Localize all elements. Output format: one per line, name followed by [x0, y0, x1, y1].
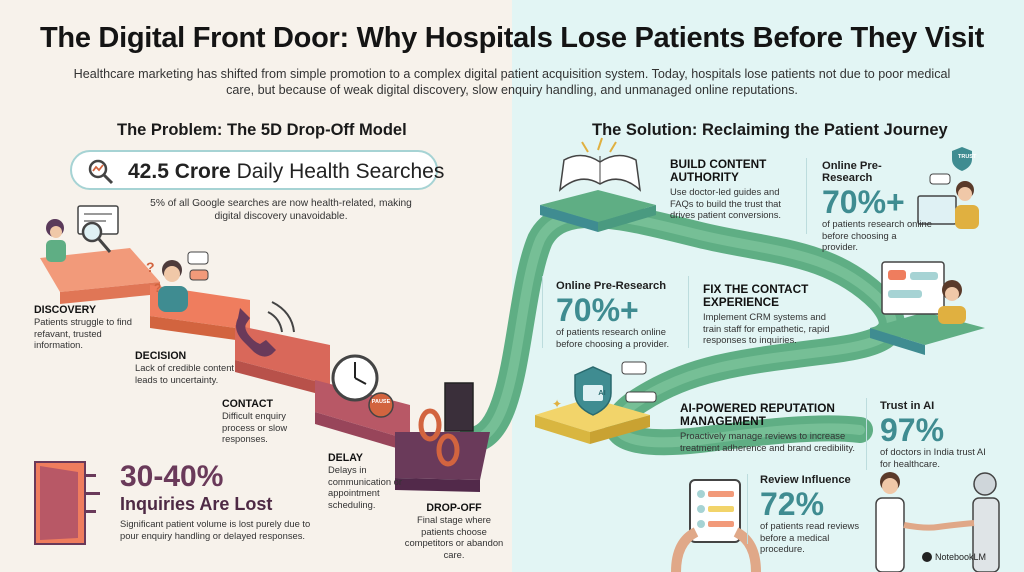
notebooklm-logo-icon	[922, 552, 932, 562]
step-contact-experience: FIX THE CONTACT EXPERIENCE Implement CRM…	[703, 283, 841, 346]
stage-title: DISCOVERY	[34, 304, 97, 316]
stage-title: CONTACT	[222, 398, 273, 410]
card-online-pre-research-2: Online Pre-Research 70%+ of patients res…	[556, 280, 680, 349]
dropoff-ribbon	[395, 432, 490, 480]
card-desc: of patients research online before choos…	[556, 326, 670, 349]
person-at-desk-illustration	[917, 147, 979, 229]
ai-badge: AI	[598, 388, 606, 397]
phone-illustration	[236, 301, 295, 357]
stage-contact: CONTACT Difficult enquiry process or slo…	[222, 398, 312, 445]
divider	[747, 474, 748, 544]
card-desc: of doctors in India trust AI for healthc…	[880, 446, 986, 469]
search-stat-pill: 42.5 Crore Daily Health Searches	[70, 150, 444, 190]
decision-person-illustration: ? ?	[146, 251, 209, 312]
card-value: 70%+	[556, 292, 639, 328]
pause-badge: PAUSE	[371, 399, 391, 405]
exit-door-illustration	[34, 461, 100, 545]
delay-ribbon	[315, 380, 410, 440]
card-value: 97%	[880, 412, 945, 448]
broken-chain-illustration	[418, 382, 474, 467]
step-desc: Proactively manage reviews to increase t…	[680, 430, 855, 453]
svg-text:?: ?	[154, 281, 161, 295]
stage-desc: Patients struggle to find refavant, trus…	[34, 316, 132, 350]
divider	[806, 158, 807, 234]
page-title: The Digital Front Door: Why Hospitals Lo…	[40, 22, 984, 54]
step-title: AI-POWERED REPUTATION MANAGEMENT	[680, 401, 835, 428]
stage-delay: DELAY Delays in communication or appoint…	[328, 452, 406, 510]
stage-decision: DECISION Lack of credible content leads …	[135, 350, 235, 385]
card-online-pre-research-1: Online Pre-Research 70%+ of patients res…	[822, 160, 932, 253]
search-stat: 42.5 Crore Daily Health Searches	[128, 160, 444, 184]
card-title: Review Influence	[760, 474, 851, 486]
book-platform-illustration	[540, 137, 656, 232]
search-stat-number: 42.5 Crore	[128, 160, 231, 183]
search-icon	[88, 159, 114, 185]
divider	[866, 398, 867, 470]
brand-name: NotebookLM	[935, 552, 987, 562]
stage-title: DELAY	[328, 452, 363, 464]
discovery-ribbon	[40, 248, 160, 292]
lost-percentage: 30-40%	[120, 460, 224, 493]
card-value: 72%	[760, 486, 825, 522]
solution-heading: The Solution: Reclaiming the Patient Jou…	[592, 121, 948, 139]
step-desc: Use doctor-led guides and FAQs to build …	[670, 186, 781, 220]
trust-badge: TRUST	[958, 154, 977, 160]
ai-shield-illustration: ✦	[535, 361, 657, 444]
tablet-reviews-illustration	[671, 479, 761, 572]
divider	[542, 276, 543, 348]
divider	[688, 276, 689, 348]
stage-desc: Difficult enquiry process or slow respon…	[222, 410, 288, 444]
svg-text:?: ?	[146, 259, 155, 275]
card-title: Online Pre-Research	[822, 160, 882, 184]
stage-desc: Delays in communication or appointment s…	[328, 464, 402, 510]
clock-illustration	[331, 354, 394, 418]
contact-ribbon	[235, 325, 330, 385]
problem-heading: The Problem: The 5D Drop-Off Model	[117, 121, 407, 139]
stage-discovery: DISCOVERY Patients struggle to find refa…	[34, 304, 134, 351]
stage-desc: Lack of credible content leads to uncert…	[135, 362, 235, 385]
doctor-robot-handshake-illustration	[875, 472, 1000, 572]
card-desc: of patients research online before choos…	[822, 218, 932, 252]
page-subtitle: Healthcare marketing has shifted from si…	[73, 67, 951, 97]
step-ai-reputation: AI-POWERED REPUTATION MANAGEMENT Proacti…	[680, 402, 880, 453]
brand-badge: NotebookLM	[922, 552, 986, 562]
card-value: 70%+	[822, 184, 905, 220]
card-title: Online Pre-Research	[556, 280, 667, 292]
lost-desc: Significant patient volume is lost purel…	[120, 518, 311, 541]
step-title: FIX THE CONTACT EXPERIENCE	[703, 282, 809, 309]
step-desc: Implement CRM systems and train staff fo…	[703, 311, 830, 345]
card-title: Trust in AI	[880, 400, 935, 412]
search-stat-label: Daily Health Searches	[236, 160, 445, 183]
step-content-authority: BUILD CONTENT AUTHORITY Use doctor-led g…	[670, 158, 790, 221]
support-agent-illustration	[870, 261, 985, 355]
lost-heading: Inquiries Are Lost	[120, 494, 273, 514]
step-title: BUILD CONTENT AUTHORITY	[670, 157, 767, 184]
card-review-influence: Review Influence 72% of patients read re…	[760, 474, 866, 555]
stage-title: DECISION	[135, 350, 187, 362]
card-desc: of patients read reviews before a medica…	[760, 520, 860, 554]
svg-text:✦: ✦	[552, 397, 562, 411]
card-trust-in-ai: Trust in AI 97% of doctors in India trus…	[880, 400, 990, 469]
stage-desc: Final stage where patients choose compet…	[404, 514, 504, 560]
stage-dropoff: DROP-OFF Final stage where patients choo…	[404, 502, 504, 560]
discovery-person-illustration	[46, 205, 119, 262]
search-note: 5% of all Google searches are now health…	[150, 198, 412, 222]
stage-title: DROP-OFF	[426, 502, 482, 514]
